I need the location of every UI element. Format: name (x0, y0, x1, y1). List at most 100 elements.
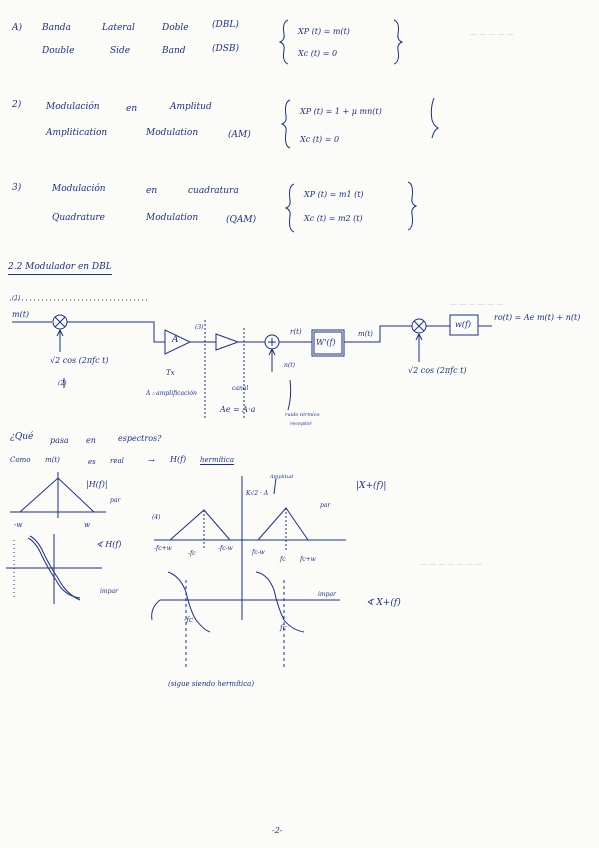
phase-x-label: ∢ X+(f) (366, 598, 401, 608)
received-signal-label: r(t) (290, 328, 302, 336)
amplification-note: A : amplificación (146, 390, 197, 397)
abbr-en: (QAM) (226, 215, 257, 225)
magnitude-h-plot (10, 472, 106, 518)
equation-xc: Xc (t) = 0 (300, 135, 340, 144)
spectrum-caption: (sigue siendo hermítica) (168, 680, 255, 688)
term-es-2: Lateral (102, 23, 135, 33)
even-label: par (320, 502, 331, 509)
term-en-2: Modulation (146, 128, 199, 138)
equation-xc: Xc (t) = m2 (t) (304, 214, 363, 223)
term-es-1: Modulación (52, 184, 106, 194)
freq-tick-label: -fc (188, 550, 196, 557)
abbr-en: (DSB) (212, 44, 240, 54)
term-en-1: Quadrature (52, 213, 106, 223)
transmitter-label: Tx (166, 369, 175, 377)
amplifier-label: A (172, 335, 179, 345)
magnitude-x-label: |X+(f)| (356, 481, 387, 491)
freq-tick-label: -w (14, 521, 23, 529)
statement-word: H(f) (170, 455, 187, 464)
term-en-3: Band (162, 46, 186, 56)
filter-1-label: W'(f) (316, 338, 336, 347)
page-number: -2- (272, 826, 283, 835)
magnitude-h-label: |H(f)| (86, 480, 108, 489)
phase-h-label: ∢ H(f) (96, 540, 122, 549)
bleed-through-text: — — — — — — — (420, 560, 483, 568)
odd-label: impar (100, 588, 118, 595)
term-en-1: Amplitication (46, 128, 108, 138)
question-word: pasa (50, 436, 69, 445)
block-diagram (10, 299, 492, 420)
filter-output-label: m(t) (358, 330, 373, 338)
freq-tick-label: -fc (184, 616, 193, 624)
output-equation: ro(t) = Ae m(t) + n(t) (494, 313, 581, 322)
equation-xc: Xc (t) = 0 (298, 49, 338, 58)
item-number: 2) (12, 100, 22, 110)
phase-x-plot (151, 571, 340, 670)
even-label: par (110, 497, 121, 504)
bleed-through-text: — — — — — (470, 30, 514, 38)
filter-1-box (311, 329, 345, 357)
statement-word: → (148, 456, 155, 465)
section-heading: 2.2 Modulador en DBL (8, 262, 112, 275)
term-es-2: en (126, 104, 138, 114)
statement-word: es (88, 458, 96, 466)
term-es-1: Banda (42, 23, 71, 33)
brace-left (278, 19, 289, 65)
question-word: en (86, 436, 96, 445)
item-number: A) (12, 23, 23, 33)
brace-right (407, 181, 418, 231)
brace-right (393, 19, 404, 65)
filter-2-label: w(f) (455, 320, 472, 329)
diagram-label: (3) (195, 324, 204, 331)
filter-2-box (449, 314, 479, 336)
statement-word: m(t) (45, 456, 60, 464)
amplifier-triangle (164, 329, 192, 355)
term-es-3: Amplitud (170, 102, 212, 112)
diagram-label: (4) (152, 514, 161, 521)
odd-label: impar (318, 591, 336, 598)
equation-xp: XP (t) = 1 + μ mn(t) (300, 107, 382, 116)
freq-tick-label: -fc-w (218, 545, 233, 552)
thermal-noise-note: receptor (290, 421, 312, 427)
equation-xp: XP (t) = m1 (t) (304, 190, 364, 199)
brace-left (280, 99, 291, 149)
channel-label: canal (232, 385, 249, 392)
statement-word: Como (10, 456, 31, 464)
oscillator-label: √2 cos (2πfc t) (408, 366, 467, 375)
term-en-2: Side (110, 46, 131, 56)
question-word: espectros? (118, 434, 162, 443)
thermal-noise-note: ruido térmico (285, 412, 320, 418)
bleed-through-text: — — — — — — (450, 300, 504, 308)
peak-amplitude-label: K√2 · A (246, 490, 269, 497)
brace-right (430, 97, 440, 139)
diagram-label: (1) (12, 295, 21, 302)
phase-h-plot (6, 534, 102, 604)
freq-tick-label: fc+w (300, 556, 316, 563)
freq-tick-label: -fc+w (154, 545, 172, 552)
term-es-3: Doble (162, 23, 189, 33)
term-es-2: en (146, 186, 158, 196)
freq-tick-label: w (84, 521, 90, 529)
noise-label: n(t) (284, 362, 295, 369)
freq-tick-label: fc-w (252, 549, 265, 556)
statement-word: real (110, 457, 124, 465)
term-en-1: Double (42, 46, 75, 56)
freq-tick-label: fc (280, 556, 286, 563)
magnitude-x-plot (154, 476, 346, 620)
diagram-label: (2) (58, 380, 67, 387)
term-es-1: Modulación (46, 102, 100, 112)
channel-triangle (215, 333, 240, 351)
abbr-en: (AM) (228, 130, 251, 140)
question-word: ¿Qué (10, 432, 34, 442)
statement-word: hermítica (200, 456, 235, 465)
term-en-2: Modulation (146, 213, 199, 223)
term-es-3: cuadratura (188, 186, 239, 196)
equation-xp: XP (t) = m(t) (298, 27, 350, 36)
gain-label: Ae = A·a (220, 405, 256, 414)
brace-left (284, 183, 295, 233)
input-signal-label: m(t) (12, 310, 30, 319)
item-number: 3) (12, 183, 22, 193)
oscillator-label: √2 cos (2πfc t) (50, 356, 109, 365)
